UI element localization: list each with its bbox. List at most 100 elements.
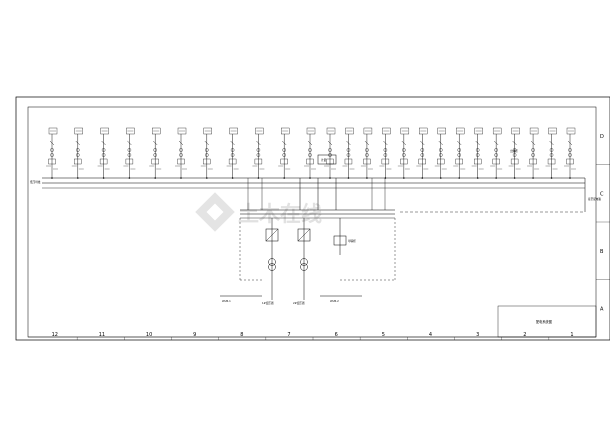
feeder-device-box	[566, 158, 574, 165]
feeder-bus-tap-icon	[77, 177, 79, 179]
feeder-breaker-icon	[204, 140, 209, 146]
feeder-ct-icon	[50, 148, 54, 152]
tie-cabinet-label: 母联柜	[348, 239, 356, 243]
grid-column-label: 5	[382, 332, 385, 338]
feeder-ct-icon	[101, 153, 106, 157]
feeder-unit	[324, 127, 336, 179]
feeder-device-box	[474, 158, 482, 165]
transformer-2-coil-b	[300, 263, 308, 271]
feeder-bus-tap-icon	[569, 177, 571, 179]
grid-row-label: C	[600, 191, 604, 197]
feeder-unit	[278, 127, 291, 179]
feeder-ct-icon	[365, 148, 369, 152]
feeder-label-box	[177, 127, 187, 135]
central-source: 计量 1#变压器 2#变压器 母联柜 WLM-1 WLM-2	[220, 154, 396, 305]
feeder-label-box	[363, 127, 373, 135]
grid-row-label: A	[600, 306, 604, 312]
feeder-label-box	[48, 127, 58, 135]
feeder-columns	[46, 127, 576, 179]
feeder-unit	[379, 127, 392, 179]
grid-column-label: 11	[99, 332, 105, 338]
feeder-bus-tap-icon	[180, 177, 182, 179]
feeder-breaker-icon	[346, 140, 351, 146]
feeder-ct-icon	[346, 153, 351, 157]
feeder-device-box	[547, 158, 556, 165]
feeder-ct-icon	[365, 153, 369, 157]
feeder-unit	[471, 127, 484, 179]
feeder-ct-icon	[494, 153, 498, 157]
feeder-device-box	[125, 158, 134, 165]
feeder-bus-tap-icon	[329, 177, 331, 179]
feeder-bus-tap-icon	[206, 177, 208, 179]
feeder-ct-icon	[475, 153, 480, 157]
feeder-breaker-icon	[75, 140, 80, 146]
feeder-bus-tap-icon	[403, 177, 405, 179]
transformer-2-label: 2#变压器	[293, 301, 305, 305]
feeder-ct-icon	[127, 153, 132, 157]
feeder-bus-tap-icon	[476, 177, 479, 179]
feeder-breaker-icon	[327, 140, 333, 146]
feeder-ct-icon	[230, 153, 235, 157]
feeder-bus-tap-icon	[51, 177, 53, 179]
feeder-ct-icon	[308, 153, 312, 157]
left-bus-label: 低压母线	[30, 180, 41, 184]
title-block-name: 配电系统图	[536, 319, 552, 324]
feeder-unit	[200, 127, 213, 179]
feeder-bus-tap-icon	[128, 177, 131, 179]
grid-column-label: 1	[570, 332, 573, 338]
grid-column-label: 3	[476, 332, 479, 338]
feeder-label-box	[492, 127, 502, 135]
feeder-label-box	[255, 127, 264, 135]
feeder-unit	[360, 127, 373, 179]
feeder-ct-icon	[50, 153, 54, 157]
feeder-ct-icon	[549, 153, 554, 157]
feeder-label-box	[100, 127, 109, 135]
feeder-breaker-icon	[153, 140, 158, 146]
feeder-label-box	[306, 127, 316, 135]
feeder-label-box	[229, 127, 238, 135]
feeder-label-box	[511, 127, 520, 135]
feeder-ct-icon	[205, 153, 209, 157]
feeder-ct-icon	[328, 148, 332, 152]
tie-cabinet-box	[333, 235, 347, 246]
feeder-device-box	[254, 158, 263, 165]
feeder-breaker-icon	[494, 140, 499, 146]
feeder-ct-icon	[179, 153, 183, 157]
feeder-bus-tap-icon	[458, 177, 461, 179]
transformer-1-label: 1#变压器	[262, 301, 274, 305]
feeder-ct-icon	[531, 148, 535, 152]
feeder-tag-label: 出线柜	[510, 149, 518, 153]
feeder-bus-tap-icon	[347, 177, 350, 179]
feeder-breaker-icon	[567, 140, 573, 146]
feeder-device-box	[280, 158, 288, 165]
feeder-label-box	[281, 127, 290, 135]
feeder-device-box	[74, 158, 82, 165]
feeder-device-box	[306, 158, 314, 165]
feeder-breaker-icon	[420, 140, 425, 146]
feeder-ct-icon	[256, 153, 261, 157]
feeder-breaker-icon	[438, 140, 443, 146]
feeder-ct-icon	[512, 148, 517, 152]
feeder-ct-icon	[438, 148, 443, 152]
feeder-ct-icon	[308, 148, 312, 152]
feeder-bus-tap-icon	[154, 177, 156, 179]
feeder-unit	[527, 127, 540, 179]
feeder-unit	[252, 127, 265, 179]
feeder-device-box	[437, 158, 445, 165]
feeder-ct-icon	[179, 148, 183, 152]
feeder-unit	[123, 127, 136, 179]
feeder-ct-icon	[568, 148, 572, 152]
feeder-ct-icon	[475, 148, 480, 152]
watermark-logo-icon	[195, 192, 235, 232]
feeder-unit	[453, 127, 466, 179]
feeder-breaker-icon	[49, 140, 55, 146]
watermark: 土木在线	[195, 192, 322, 232]
feeder-unit	[434, 127, 447, 179]
feeder-device-box	[203, 158, 211, 165]
feeder-bus-tap-icon	[257, 177, 260, 179]
feeder-bus-tap-icon	[231, 177, 234, 179]
feeder-device-box	[177, 158, 185, 165]
feeder-ct-icon	[457, 148, 462, 152]
busbars: 低压母线 接至配电箱	[30, 177, 601, 213]
